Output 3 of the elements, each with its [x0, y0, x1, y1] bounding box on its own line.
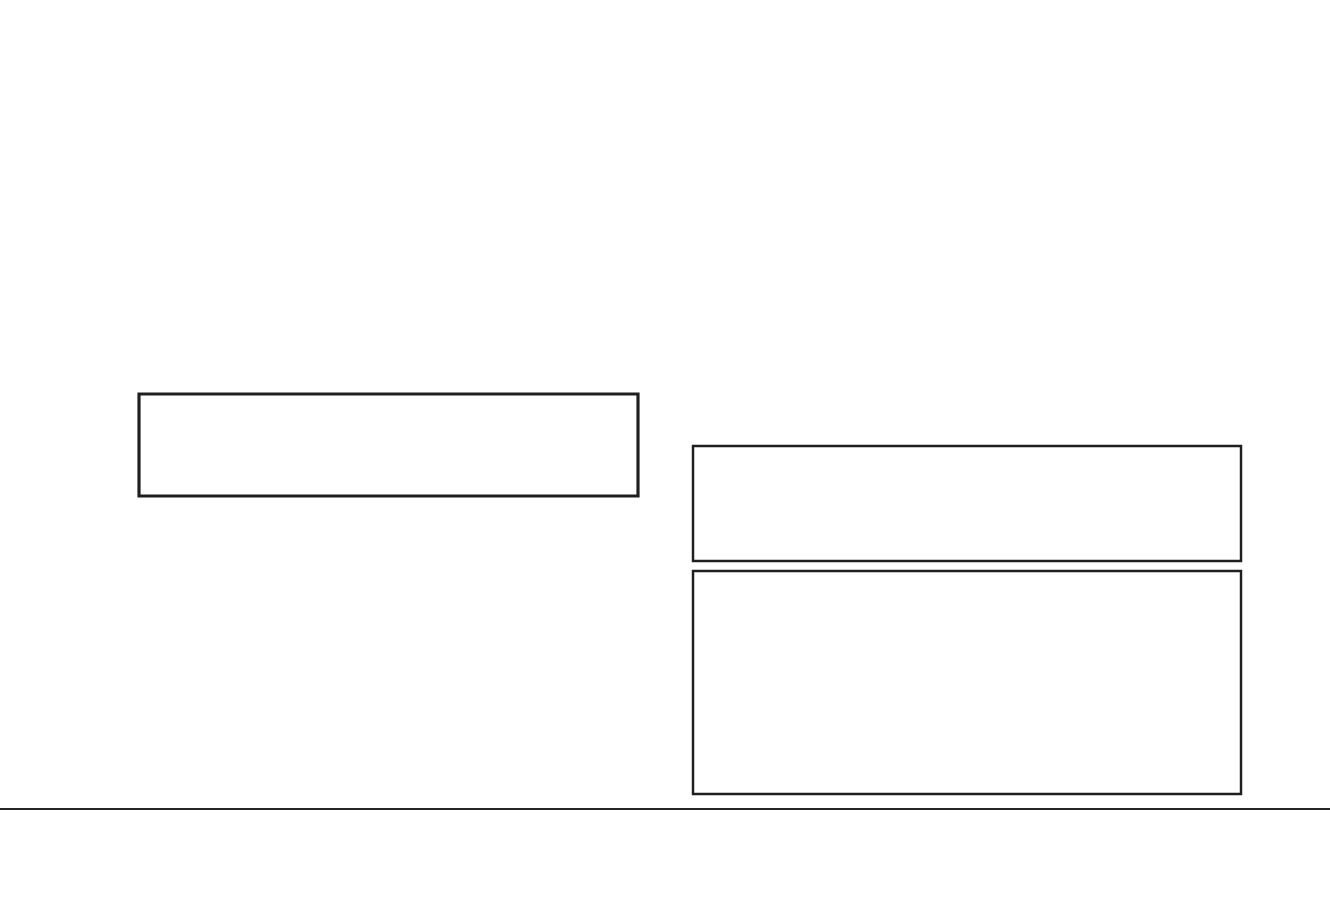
empty-box: [691, 444, 1243, 563]
empty-box: [691, 569, 1243, 796]
empty-box: [137, 392, 640, 498]
